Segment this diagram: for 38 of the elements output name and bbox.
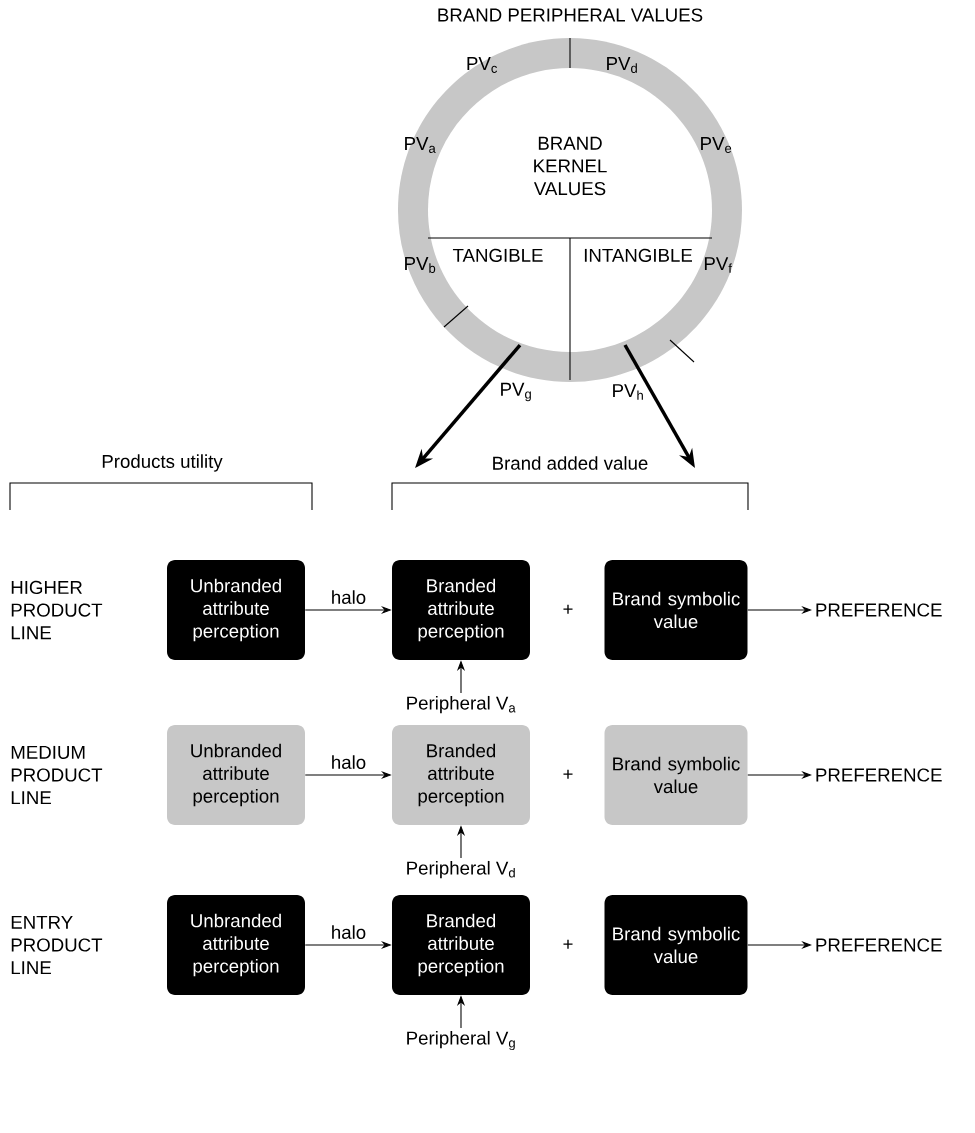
segment-label: PV$_{f}$ [704,257,732,273]
quadrant-label: TANGIBLE [452,248,543,262]
process-box: Branded attribute perception [392,725,530,825]
input-label: Peripheral V$_{g}$ [407,1030,515,1051]
plus-sign: + [563,769,573,779]
segment-label: PV$_{d}$ [607,57,637,73]
row-label: MEDIUM PRODUCT LINE [11,745,103,805]
process-box: Unbranded attribute perception [167,560,305,660]
segment-label: PV$_{h}$ [613,384,643,400]
segment-label: PV$_{e}$ [701,137,732,153]
edge-label: halo [332,925,366,939]
bracket-label: Brand added value [493,456,648,470]
segment-label: PV$_{c}$ [467,57,498,73]
circle-heading: BRAND KERNEL VALUES [533,136,607,196]
process-box: Unbranded attribute perception [167,895,305,995]
process-box: Brand symbolic value [604,560,748,660]
process-box: Brand symbolic value [604,725,748,825]
plus-sign: + [563,604,573,614]
outcome-label: PREFERENCE [816,768,942,782]
process-box: Unbranded attribute perception [167,725,305,825]
quadrant-label: INTANGIBLE [584,248,692,262]
segment-label: PV$_{g}$ [501,382,531,402]
edge-label: halo [332,755,366,769]
plus-sign: + [563,939,573,949]
edge-label: halo [332,590,366,604]
row-label: ENTRY PRODUCT LINE [11,915,103,975]
process-box: Brand symbolic value [604,895,748,995]
bracket-label: Products utility [102,454,223,472]
input-label: Peripheral V$_{a}$ [407,695,516,714]
process-box: Branded attribute perception [392,560,530,660]
outcome-label: PREFERENCE [816,938,942,952]
outcome-label: PREFERENCE [816,603,942,617]
segment-label: PV$_{b}$ [405,257,436,273]
ring-heading: BRAND PERIPHERAL VALUES [438,8,703,22]
input-label: Peripheral V$_{d}$ [407,860,515,879]
row-label: HIGHER PRODUCT LINE [11,580,103,640]
process-box: Branded attribute perception [392,895,530,995]
segment-label: PV$_{a}$ [405,137,436,153]
